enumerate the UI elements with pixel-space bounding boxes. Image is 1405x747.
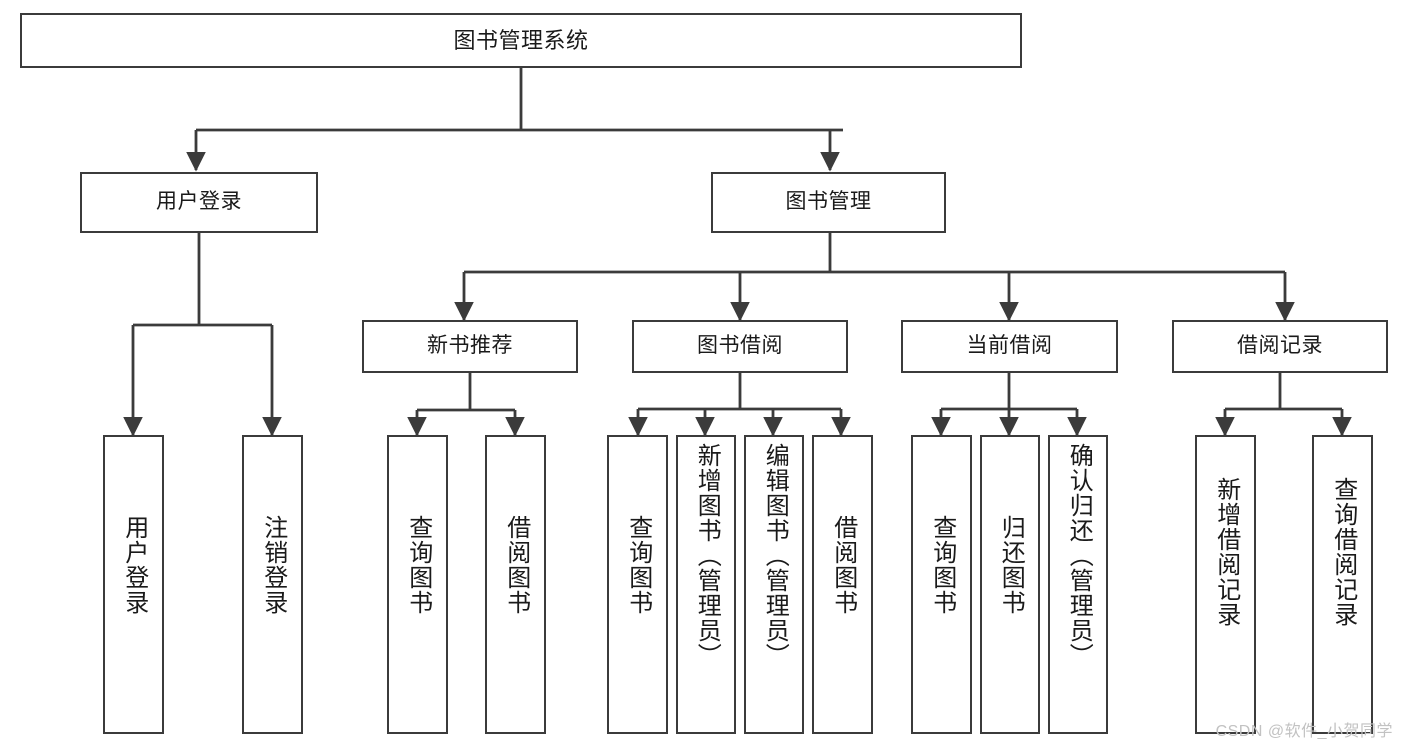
leaf-borrow-books-borrow[interactable]: 借阅图书 — [812, 435, 873, 734]
node-label: 借阅记录 — [1237, 334, 1323, 358]
node-label: 查询图书 — [928, 515, 956, 615]
leaf-edit-book-admin[interactable]: 编辑图书（管理员） — [744, 435, 804, 734]
leaf-borrow-books-newbook[interactable]: 借阅图书 — [485, 435, 546, 734]
node-label: 新书推荐 — [427, 334, 513, 358]
node-label: 确认归还（管理员） — [1065, 443, 1093, 668]
leaf-confirm-return-admin[interactable]: 确认归还（管理员） — [1048, 435, 1108, 734]
leaf-query-borrow-record[interactable]: 查询借阅记录 — [1312, 435, 1373, 734]
node-label: 新增借阅记录 — [1212, 477, 1240, 627]
node-label: 查询借阅记录 — [1329, 477, 1357, 627]
node-label: 编辑图书（管理员） — [761, 443, 789, 668]
node-label: 查询图书 — [404, 515, 432, 615]
node-label: 新增图书（管理员） — [693, 443, 721, 668]
node-new-book-recommend[interactable]: 新书推荐 — [362, 320, 578, 373]
node-label: 查询图书 — [624, 515, 652, 615]
leaf-return-books[interactable]: 归还图书 — [980, 435, 1040, 734]
node-label: 用户登录 — [156, 190, 242, 214]
node-label: 用户登录 — [120, 515, 148, 615]
node-label: 图书借阅 — [697, 334, 783, 358]
node-current-borrow[interactable]: 当前借阅 — [901, 320, 1118, 373]
leaf-query-books-current[interactable]: 查询图书 — [911, 435, 972, 734]
leaf-add-borrow-record[interactable]: 新增借阅记录 — [1195, 435, 1256, 734]
leaf-query-books-borrow[interactable]: 查询图书 — [607, 435, 668, 734]
node-user-login[interactable]: 用户登录 — [80, 172, 318, 233]
node-label: 借阅图书 — [502, 515, 530, 615]
leaf-query-books-newbook[interactable]: 查询图书 — [387, 435, 448, 734]
node-label: 借阅图书 — [829, 515, 857, 615]
node-label: 图书管理 — [785, 190, 872, 214]
node-label: 图书管理系统 — [453, 27, 589, 53]
node-label: 当前借阅 — [966, 334, 1053, 358]
node-borrow-records[interactable]: 借阅记录 — [1172, 320, 1388, 373]
csdn-watermark: CSDN @软件_小贺同学 — [1215, 723, 1393, 740]
node-book-management[interactable]: 图书管理 — [711, 172, 946, 233]
leaf-logout[interactable]: 注销登录 — [242, 435, 303, 734]
node-label: 归还图书 — [997, 515, 1025, 615]
node-book-borrow[interactable]: 图书借阅 — [632, 320, 848, 373]
leaf-add-book-admin[interactable]: 新增图书（管理员） — [676, 435, 736, 734]
node-root-system[interactable]: 图书管理系统 — [20, 13, 1022, 68]
leaf-user-login[interactable]: 用户登录 — [103, 435, 164, 734]
node-label: 注销登录 — [259, 515, 287, 615]
